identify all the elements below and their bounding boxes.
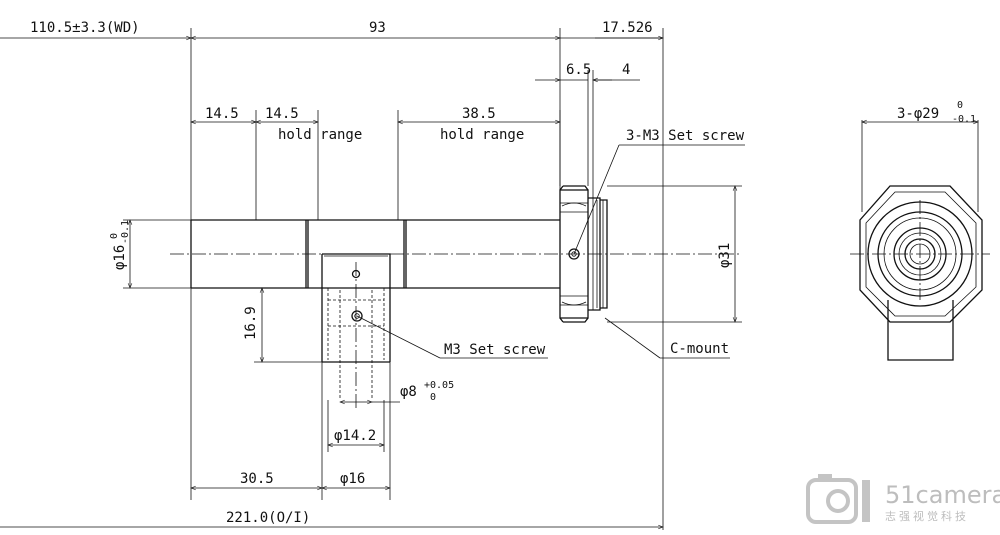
extension-lines — [123, 28, 742, 530]
flange-width-label: 4 — [622, 62, 630, 78]
leader-lines — [356, 144, 745, 359]
camera-logo-icon — [806, 474, 870, 524]
len305-label: 30.5 — [240, 471, 274, 487]
side-dia-label: 3-φ29 — [897, 106, 939, 122]
m3-screw-label: M3 Set screw — [444, 342, 546, 358]
side-tol-down: -0.1 — [952, 114, 976, 125]
dia16-tol-down: -0.1 — [120, 220, 131, 244]
hold-range-label-2: hold range — [440, 127, 524, 143]
mount-length-label: 17.526 — [602, 20, 653, 36]
seg1-label: 14.5 — [205, 106, 239, 122]
brand-text: 51camera — [885, 481, 1000, 509]
dia16-bottom-label: φ16 — [340, 471, 365, 487]
light-port — [321, 253, 391, 410]
dia8-label: φ8 — [400, 384, 417, 400]
h169-label: 16.9 — [243, 306, 259, 340]
wd-label: 110.5±3.3(WD) — [30, 20, 140, 36]
hold-range-label-1: hold range — [278, 127, 362, 143]
dia16-label-group: φ16 0 -0.1 — [109, 220, 131, 270]
dia142-label: φ14.2 — [334, 428, 376, 444]
tagline-text: 志强视觉科技 — [885, 509, 969, 523]
nut-width-label: 6.5 — [566, 62, 591, 78]
h169-label-group: 16.9 — [243, 306, 259, 340]
dia8-tol-up: +0.05 — [424, 380, 454, 391]
watermark: 51camera 志强视觉科技 — [806, 474, 1000, 524]
seg2-label: 14.5 — [265, 106, 299, 122]
seg3-label: 38.5 — [462, 106, 496, 122]
body-length-label: 93 — [369, 20, 386, 36]
side-view — [850, 119, 990, 361]
total-length-label: 221.0(O/I) — [226, 510, 310, 526]
side-tol-up: 0 — [957, 100, 963, 111]
dia16-tol-up: 0 — [109, 233, 120, 239]
dia31-label: φ31 — [717, 243, 733, 268]
dia31-label-group: φ31 — [717, 243, 733, 268]
c-mount-nut — [559, 185, 608, 323]
c-mount-label: C-mount — [670, 341, 729, 357]
set-screw-3-label: 3-M3 Set screw — [626, 128, 745, 144]
dia8-tol-down: 0 — [430, 392, 436, 403]
dimension-lines — [0, 35, 738, 530]
dia16-label: φ16 — [112, 245, 128, 270]
